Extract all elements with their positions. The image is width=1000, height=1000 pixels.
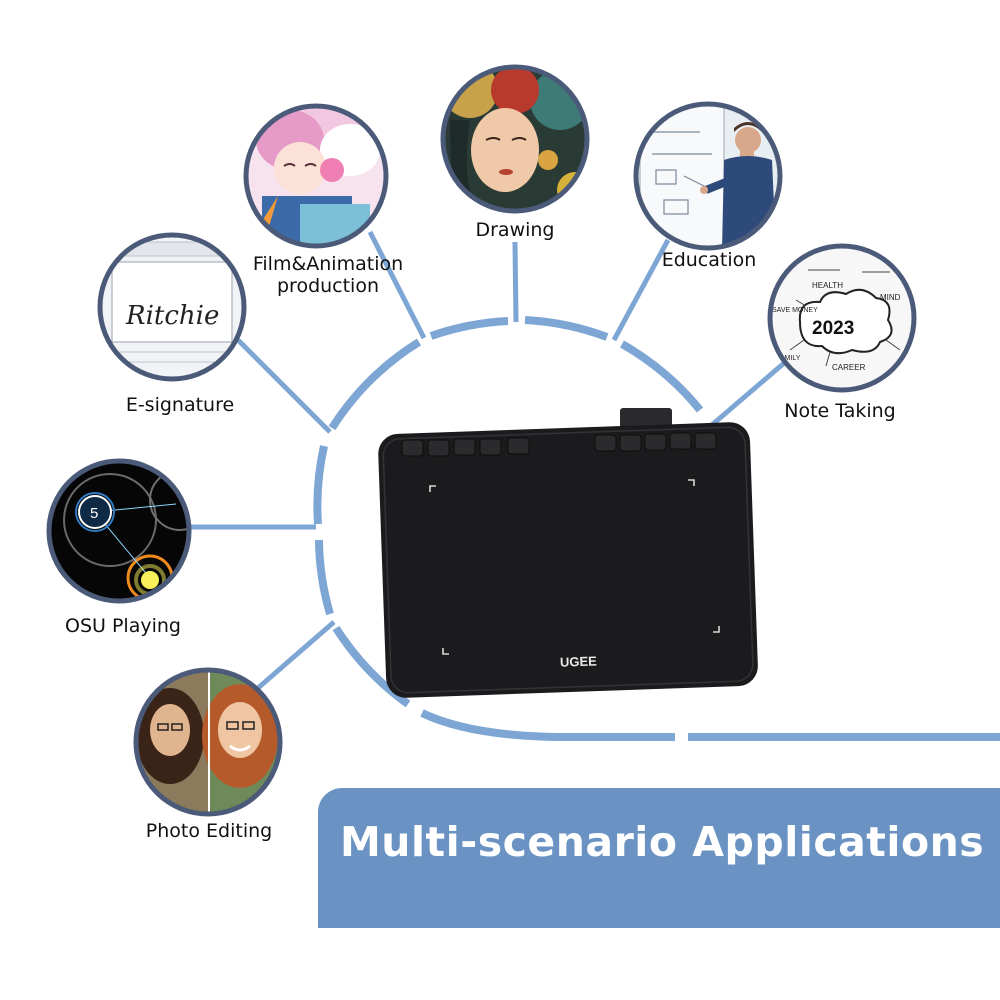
notes-word-career: CAREER	[832, 363, 866, 372]
label-drawing: Drawing	[475, 219, 555, 241]
osu-image: 5	[46, 458, 192, 604]
notes-word-mind: MIND	[880, 293, 901, 302]
education-image	[633, 101, 783, 251]
label-osu-playing: OSU Playing	[65, 615, 181, 637]
notes-word-family: FAMILY	[776, 355, 801, 362]
notes-word-save-money: SAVE MONEY	[772, 307, 818, 314]
notes-word-health: HEALTH	[812, 281, 843, 290]
connector-lines	[190, 230, 792, 690]
banner-title: Multi-scenario Applications	[340, 818, 985, 866]
label-note-taking: Note Taking	[784, 400, 896, 422]
e-signature-image: Ritchie	[97, 232, 247, 382]
label-e-signature: E-signature	[125, 394, 235, 416]
shortcut-keys	[401, 432, 717, 457]
title-banner: Multi-scenario Applications	[318, 788, 1000, 928]
photo-editing-image	[133, 667, 283, 817]
film-animation-image	[243, 103, 389, 249]
drawing-image	[440, 64, 590, 214]
signature-text: Ritchie	[125, 301, 219, 331]
osu-hit-number: 5	[90, 505, 98, 522]
note-taking-image: 2023 HEALTH MIND SAVE MONEY CAREER FAMIL…	[767, 243, 917, 393]
label-education: Education	[661, 249, 757, 271]
connector-arc	[313, 316, 1000, 741]
drawing-tablet: UGEE	[378, 408, 758, 698]
active-area-corners	[429, 479, 720, 655]
label-film-animation: Film&Animation production	[252, 253, 404, 297]
tablet-brand-logo: UGEE	[560, 653, 598, 669]
label-photo-editing: Photo Editing	[145, 820, 273, 842]
notes-year: 2023	[812, 318, 854, 339]
